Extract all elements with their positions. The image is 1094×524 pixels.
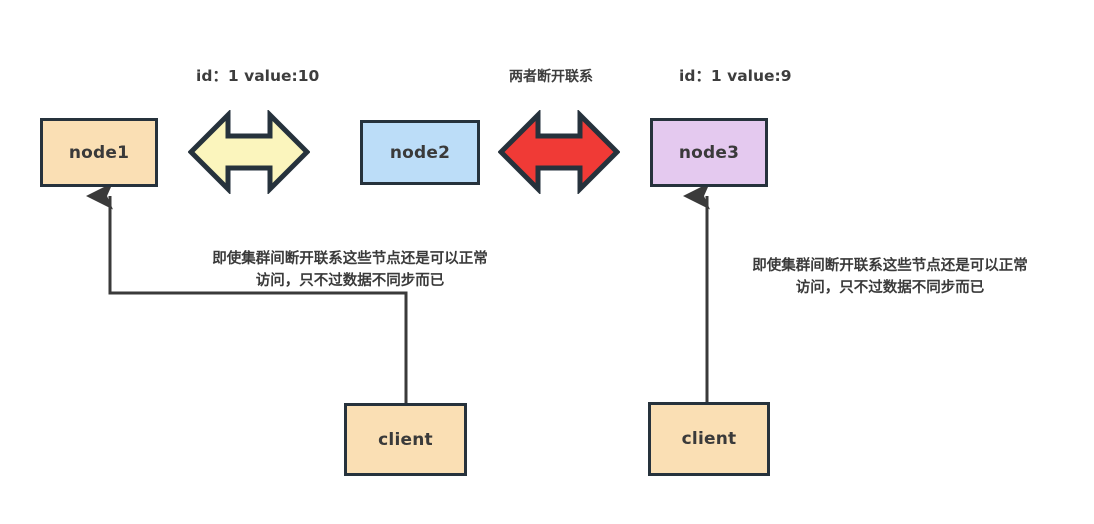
node-node2[interactable]: node2 [360,120,480,185]
node-label: node2 [389,142,451,163]
node-client2[interactable]: client [648,402,770,476]
note-left: 即使集群间断开联系这些节点还是可以正常 访问，只不过数据不同步而已 [212,251,488,289]
right-state-label: id：1 value:9 [679,67,792,85]
break-double-arrow-icon [498,110,620,194]
node-label: node1 [68,142,130,163]
left-state-label: id：1 value:10 [196,67,320,85]
note-right: 即使集群间断开联系这些节点还是可以正常 访问，只不过数据不同步而已 [752,258,1028,296]
middle-state-label: 两者断开联系 [509,69,593,85]
sync-double-arrow-icon [188,110,310,194]
edge-client1-to-node1 [86,182,408,403]
node-label: client [681,429,737,449]
node-node3[interactable]: node3 [650,118,768,187]
node-node1[interactable]: node1 [40,118,158,187]
node-label: client [378,429,433,450]
node-label: node3 [678,142,740,163]
node-client1[interactable]: client [344,403,467,476]
